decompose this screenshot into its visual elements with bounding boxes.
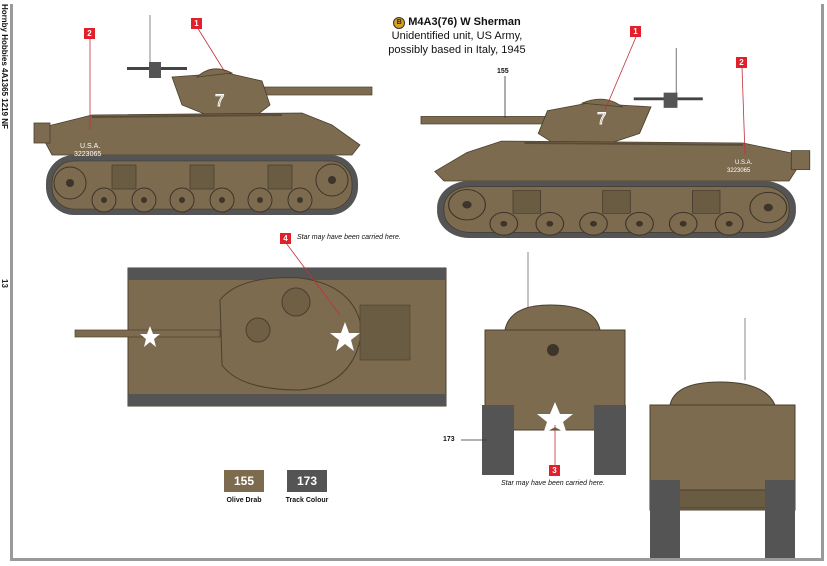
callout-1-left: 1 <box>191 18 202 29</box>
callout-2-right: 2 <box>736 57 747 68</box>
swatch-track-colour-label: Track Colour <box>285 497 329 504</box>
publisher-code: Hornby Hobbies 4A1365 1219 NF <box>0 4 9 129</box>
scheme-badge: B <box>393 17 406 29</box>
callout-leaders <box>89 26 746 465</box>
callout-4: 4 <box>280 233 291 244</box>
swatch-olive-drab: 155 <box>224 470 264 492</box>
model-name: M4A3(76) W Sherman <box>408 16 521 28</box>
callout-2-left: 2 <box>84 28 95 39</box>
usa-marking-right: U.S.A. <box>735 160 753 166</box>
page-frame-left <box>10 4 13 560</box>
serial-marking-left: 3223065 <box>74 151 101 158</box>
paint-ref-155: 155 <box>497 68 509 75</box>
page-frame-bottom <box>10 558 824 561</box>
turret-number-right: 7 <box>597 109 606 128</box>
page-frame-right <box>821 4 824 561</box>
paint-ref-173: 173 <box>443 436 455 443</box>
unit-description: Unidentified unit, US Army, <box>391 30 523 42</box>
tank-top-view <box>74 267 447 407</box>
turret-number-left: 7 <box>215 91 224 110</box>
callout-1-right: 1 <box>630 26 641 37</box>
tank-side-view-right <box>419 46 811 240</box>
tank-front-view <box>482 252 626 475</box>
front-star-note: Star may have been carried here. <box>501 480 605 487</box>
location-description: possibly based in Italy, 1945 <box>388 44 526 56</box>
callout-3: 3 <box>549 465 560 476</box>
serial-marking-right: 3223065 <box>727 168 751 174</box>
usa-marking-left: U.S.A. <box>80 143 100 150</box>
swatch-track-colour: 173 <box>287 470 327 492</box>
swatch-olive-drab-label: Olive Drab <box>226 497 262 504</box>
tank-side-view-left <box>33 14 373 216</box>
page-number: 13 <box>0 279 9 288</box>
top-star-note: Star may have been carried here. <box>297 234 401 241</box>
tank-rear-view <box>649 318 796 558</box>
